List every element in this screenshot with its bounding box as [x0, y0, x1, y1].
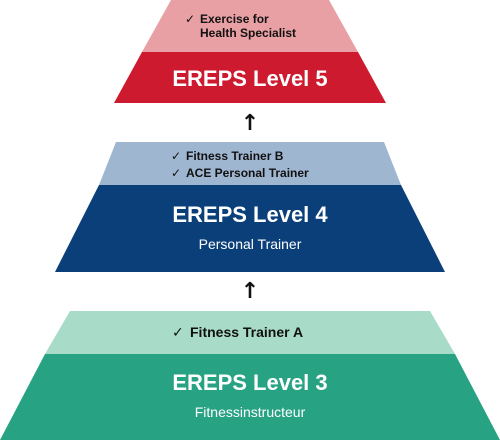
- level5-item-1: Exercise for: [200, 12, 269, 26]
- level4-subtitle: Personal Trainer: [199, 236, 302, 252]
- level4-item-1: Fitness Trainer B: [186, 149, 284, 163]
- level5-item-2: Health Specialist: [200, 26, 296, 40]
- level4-qualifications-band: [99, 142, 401, 185]
- arrow-up-icon: ↑: [241, 279, 259, 304]
- level3-title-band: [0, 354, 500, 440]
- level3-subtitle: Fitnessinstructeur: [195, 404, 306, 420]
- arrow-up-icon: ↑: [241, 111, 259, 136]
- level5-title-band: [114, 52, 386, 103]
- level4-title-band: [55, 185, 445, 272]
- level4-item-2: ACE Personal Trainer: [186, 166, 309, 180]
- level5-title: EREPS Level 5: [172, 66, 327, 91]
- check-icon: ✓: [172, 324, 184, 340]
- level5-qualifications-band: [142, 0, 358, 52]
- level4-title: EREPS Level 4: [172, 202, 328, 227]
- level3-item-1: Fitness Trainer A: [190, 324, 303, 340]
- check-icon: ✓: [185, 12, 195, 26]
- level3-qualifications-band: [45, 311, 455, 354]
- check-icon: ✓: [171, 149, 181, 163]
- tier-level-5: ✓ Exercise for Health Specialist EREPS L…: [114, 0, 386, 103]
- tier-level-4: ✓ Fitness Trainer B ✓ ACE Personal Train…: [55, 142, 445, 272]
- check-icon: ✓: [171, 166, 181, 180]
- tier-level-3: ✓ Fitness Trainer A EREPS Level 3 Fitnes…: [0, 311, 500, 440]
- level3-title: EREPS Level 3: [172, 370, 327, 395]
